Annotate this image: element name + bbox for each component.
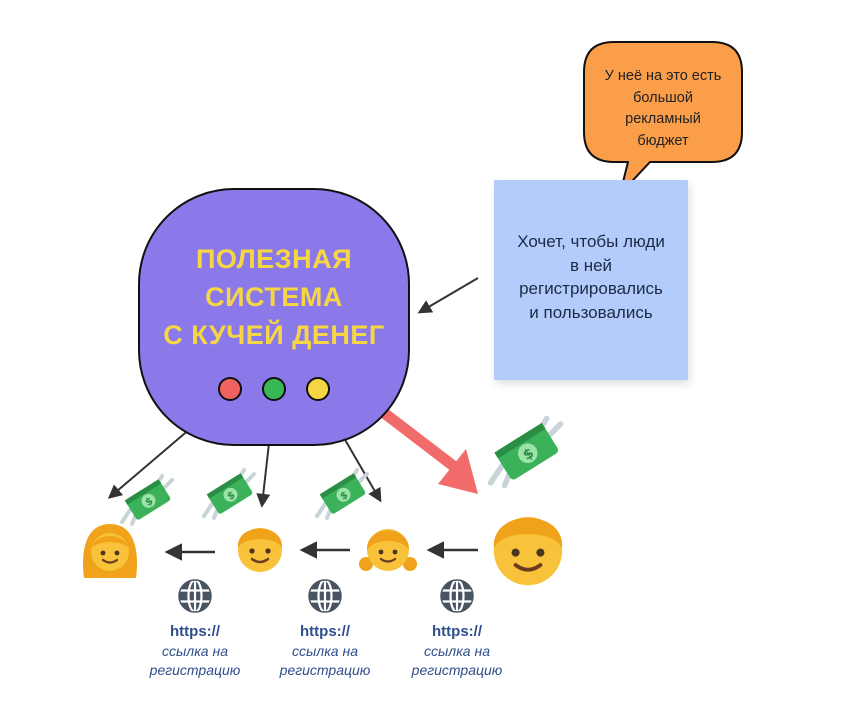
globe-icon <box>307 578 343 614</box>
sticky-note-text: Хочет, чтобы люди в ней регистрировались… <box>494 230 688 324</box>
globe-icon <box>439 578 475 614</box>
red-dot <box>218 377 242 401</box>
bubble-line-2: большой <box>633 89 693 106</box>
system-title-line-2: СИСТЕМА <box>205 282 343 312</box>
speech-bubble-text: У неё на это есть большой рекламный бюдж… <box>584 66 742 152</box>
bubble-line-1: У неё на это есть <box>604 68 722 84</box>
bubble-line-4: бюджет <box>637 132 689 149</box>
flying-money-icon <box>120 474 174 526</box>
link-protocol[interactable]: https:// <box>432 623 482 640</box>
sticky-line-4: и пользовались <box>529 302 653 322</box>
sticky-line-1: Хочет, чтобы люди <box>517 232 665 251</box>
referral-link-3[interactable]: https:// ссылка на регистрацию <box>392 622 522 680</box>
link-description-1: ссылка на <box>424 643 490 659</box>
person-woman-icon <box>81 522 139 580</box>
flying-money-icon <box>202 468 256 520</box>
globe-icon <box>177 578 213 614</box>
person-girl-icon <box>357 527 419 573</box>
link-description-1: ссылка на <box>162 643 228 659</box>
arrow-sticky-to-system <box>417 277 479 314</box>
flying-money-icon <box>315 468 369 520</box>
system-title-line-1: ПОЛЕЗНАЯ <box>195 244 352 274</box>
sticky-line-3: регистрировались <box>519 279 663 298</box>
person-boy-icon <box>491 515 565 588</box>
speech-bubble <box>583 41 743 195</box>
link-protocol[interactable]: https:// <box>300 623 350 640</box>
sticky-line-2: в ней <box>569 255 613 275</box>
system-title-line-3: С КУЧЕЙ ДЕНЕГ <box>163 320 385 350</box>
sticky-note <box>494 180 688 380</box>
yellow-dot <box>306 377 330 401</box>
link-description-2: регистрацию <box>149 662 241 678</box>
flying-money-icon-large <box>491 418 561 485</box>
link-description-1: ссылка на <box>292 643 358 659</box>
referral-link-2[interactable]: https:// ссылка на регистрацию <box>260 622 390 680</box>
link-description-2: регистрацию <box>411 662 503 678</box>
green-dot <box>262 377 286 401</box>
system-title: ПОЛЕЗНАЯ СИСТЕМА С КУЧЕЙ ДЕНЕГ <box>138 240 410 354</box>
link-description-2: регистрацию <box>279 662 371 678</box>
person-man-icon <box>236 526 284 574</box>
bubble-line-3: рекламный <box>625 111 701 127</box>
system-box <box>138 188 410 446</box>
referral-link-1[interactable]: https:// ссылка на регистрацию <box>130 622 260 680</box>
link-protocol[interactable]: https:// <box>170 623 220 640</box>
